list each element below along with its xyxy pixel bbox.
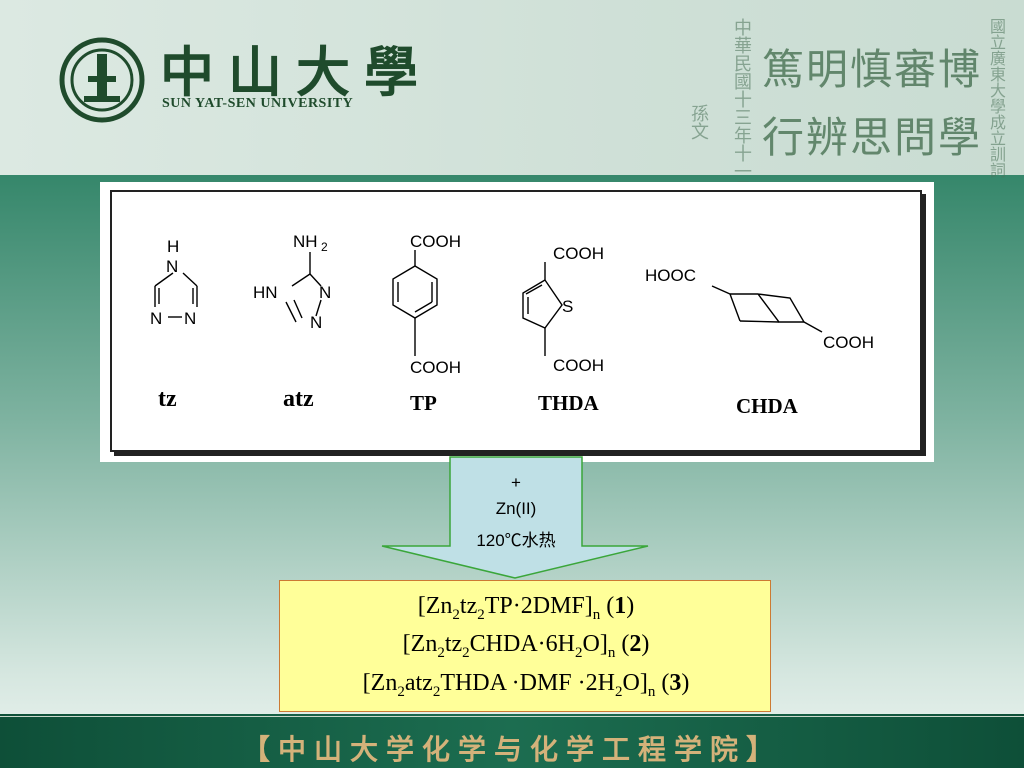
tz-atom-n: N <box>184 309 197 328</box>
reaction-metal: Zn(II) <box>495 499 537 518</box>
calligraphy-inscription: 中華民國十三年十一月 <box>731 18 752 198</box>
ligand-structures <box>154 250 823 356</box>
product-formula-2: [Zn2tz2CHDA·6H2O]n (2) <box>402 631 650 661</box>
thda-atom-cooh: COOH <box>553 356 604 375</box>
chda-bond <box>803 321 823 333</box>
tp-atom-cooh: COOH <box>410 232 461 251</box>
atz-atom-n: N <box>310 313 323 332</box>
chda-atom-cooh: COOH <box>823 333 874 352</box>
reaction-conditions: 120℃水热 <box>476 531 556 550</box>
reaction-plus: + <box>511 473 521 492</box>
product-number: 3 <box>669 670 682 696</box>
atz-atom-nh: NH <box>293 232 318 251</box>
tp-atom-cooh: COOH <box>410 358 461 377</box>
university-name-chinese: 中山大學 <box>160 40 432 104</box>
tz-atom-h: H <box>167 237 180 256</box>
product-number: 2 <box>629 631 642 657</box>
thda-ring <box>522 279 563 329</box>
product-box: [Zn2tz2TP·2DMF]n (1) [Zn2tz2CHDA·6H2O]n … <box>279 580 771 712</box>
motto-line-2: 行辨思問學 <box>762 113 983 162</box>
tz-atom-n: N <box>166 257 179 276</box>
atz-atom-n: N <box>319 283 332 302</box>
university-emblem-icon <box>59 37 145 123</box>
ligand-panel-frame <box>110 190 922 452</box>
calligraphy-signature: 孫文 <box>688 104 709 140</box>
chda-bond <box>711 285 731 295</box>
atz-label: atz <box>283 386 314 412</box>
tp-ring <box>392 265 438 319</box>
footer-divider <box>0 716 1024 717</box>
tz-label: tz <box>158 386 177 412</box>
chda-ring <box>730 293 806 323</box>
atz-atom-subscript: 2 <box>321 240 328 254</box>
atz-bond <box>285 301 297 323</box>
product-formula-3: [Zn2atz2THDA ·DMF ·2H2O]n (3) <box>362 670 690 700</box>
thda-label: THDA <box>538 391 599 415</box>
university-name-english: SUN YAT-SEN UNIVERSITY <box>162 96 354 111</box>
product-number: 1 <box>614 593 627 619</box>
atz-bond <box>315 299 322 317</box>
tz-atom-n: N <box>150 309 163 328</box>
atz-bond <box>291 273 311 287</box>
tz-bond <box>154 272 174 287</box>
tp-bond <box>414 301 433 313</box>
thda-bond <box>525 284 543 295</box>
chda-label: CHDA <box>736 394 798 418</box>
chda-atom-hooc: HOOC <box>645 266 696 285</box>
footer-bar <box>0 714 1024 768</box>
motto-line-1: 篤明慎審博 <box>762 45 983 94</box>
chda-bond <box>739 320 780 323</box>
tp-label: TP <box>410 391 437 415</box>
atz-atom-hn: HN <box>253 283 278 302</box>
reaction-arrow-icon <box>381 456 649 579</box>
header-banner <box>0 0 1024 175</box>
atz-bond <box>293 299 303 319</box>
calligraphy-inscription-right: 國立廣東大學成立訓詞 <box>987 18 1006 178</box>
footer-title: 【中山大学化学与化学工程学院】 <box>241 733 782 766</box>
thda-atom-cooh: COOH <box>553 244 604 263</box>
product-formula-1: [Zn2tz2TP·2DMF]n (1) <box>417 593 635 623</box>
atz-bond <box>309 273 322 287</box>
thda-atom-s: S <box>562 297 574 316</box>
tz-bond <box>182 272 198 287</box>
chda-bond <box>729 293 741 322</box>
